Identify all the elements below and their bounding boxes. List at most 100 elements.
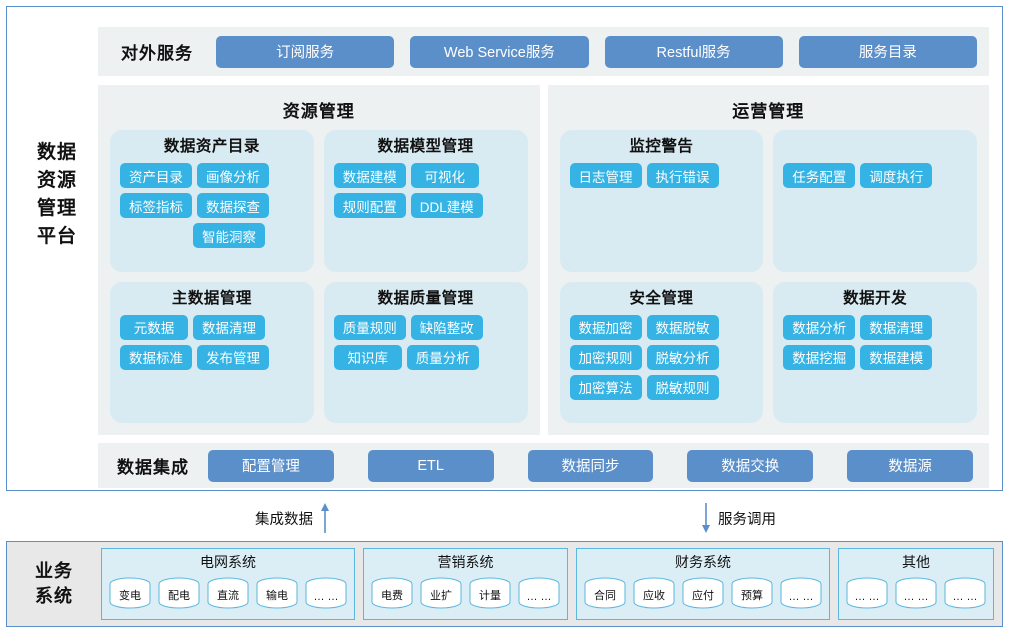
- chip-data-modeling-dev[interactable]: 数据建模: [860, 344, 933, 370]
- chip-masking-analysis[interactable]: 脱敏分析: [646, 344, 719, 370]
- cylinder-group-marketing: 电费 业扩 计量 … …: [370, 572, 561, 614]
- database-icon: [420, 577, 462, 609]
- chip-encryption-rule[interactable]: 加密规则: [569, 344, 642, 370]
- cylinder-group-finance: 合同 应收 应付 预算 … …: [583, 572, 823, 614]
- external-services-label: 对外服务: [121, 44, 193, 63]
- business-group-title-finance: 财务系统: [675, 554, 731, 570]
- database-cylinder-budget[interactable]: 预算: [730, 576, 774, 610]
- chip-group-data-development: 数据分析 数据清理 数据挖掘 数据建模: [783, 314, 967, 370]
- chip-log-management[interactable]: 日志管理: [569, 163, 642, 188]
- chip-quality-rule[interactable]: 质量规则: [333, 314, 406, 340]
- chip-execution-error[interactable]: 执行错误: [646, 163, 719, 188]
- chip-quality-analysis[interactable]: 质量分析: [406, 344, 479, 370]
- chip-visualization[interactable]: 可视化: [410, 163, 479, 188]
- database-cylinder-substation[interactable]: 变电: [108, 576, 152, 610]
- database-cylinder-electricity-fee[interactable]: 电费: [370, 576, 414, 610]
- database-cylinder-other-3[interactable]: … …: [943, 576, 987, 610]
- integration-button-data-exchange[interactable]: 数据交换: [687, 449, 814, 482]
- cylinder-label: … …: [788, 591, 814, 603]
- business-group-title-marketing: 营销系统: [437, 554, 494, 570]
- chip-asset-catalog[interactable]: 资产目录: [120, 163, 192, 188]
- database-cylinder-contract[interactable]: 合同: [583, 576, 627, 610]
- chip-data-modeling[interactable]: 数据建模: [333, 163, 406, 188]
- integration-button-data-source[interactable]: 数据源: [847, 449, 973, 482]
- chip-group-data-model-management: 数据建模 可视化 规则配置 DDL建模: [333, 163, 518, 218]
- integration-button-config-management[interactable]: 配置管理: [208, 449, 334, 482]
- cylinder-label: 应收: [643, 590, 665, 602]
- cylinder-label: … …: [526, 591, 552, 603]
- cylinder-label: 输电: [266, 590, 288, 602]
- service-button-web-service[interactable]: Web Service服务: [410, 35, 589, 68]
- business-group-other[interactable]: 其他 … … … … … …: [838, 548, 994, 620]
- panel-title-task-scheduling: [783, 136, 967, 158]
- panel-data-model-management[interactable]: 数据模型管理 数据建模 可视化 规则配置 DDL建模: [323, 130, 528, 272]
- chip-data-analysis[interactable]: 数据分析: [783, 314, 856, 340]
- connector-arrows: 集成数据 服务调用: [0, 494, 1010, 542]
- database-icon: [944, 577, 986, 609]
- panel-monitoring-alert[interactable]: 监控警告 日志管理 执行错误: [559, 130, 764, 272]
- database-icon: [846, 577, 888, 609]
- external-services-section: 对外服务 订阅服务 Web Service服务 Restful服务 服务目录: [98, 27, 989, 76]
- chip-task-configuration[interactable]: 任务配置: [783, 163, 856, 188]
- integration-button-data-sync[interactable]: 数据同步: [527, 449, 654, 482]
- database-icon: [518, 577, 560, 609]
- chip-data-exploration[interactable]: 数据探查: [197, 193, 269, 218]
- integration-button-etl[interactable]: ETL: [367, 449, 494, 482]
- business-group-title-power-grid: 电网系统: [200, 554, 256, 570]
- chip-encryption-algorithm[interactable]: 加密算法: [569, 374, 642, 400]
- database-cylinder-business-expansion[interactable]: 业扩: [419, 576, 463, 610]
- chip-group-security-management: 数据加密 数据脱敏 加密规则 脱敏分析 加密算法 脱敏规则: [569, 314, 754, 400]
- business-group-finance[interactable]: 财务系统 合同 应收 应付 预算: [576, 548, 830, 620]
- chip-data-cleaning-dev[interactable]: 数据清理: [860, 314, 933, 340]
- panel-data-quality-management[interactable]: 数据质量管理 质量规则 缺陷整改 知识库 质量分析: [323, 281, 528, 423]
- cylinder-group-other: … … … … … …: [845, 572, 987, 614]
- database-cylinder-payable[interactable]: 应付: [681, 576, 725, 610]
- platform-title-line-4: 平台: [36, 226, 77, 247]
- database-cylinder-other-2[interactable]: … …: [894, 576, 938, 610]
- chip-data-standard[interactable]: 数据标准: [120, 344, 192, 370]
- service-button-catalog[interactable]: 服务目录: [798, 35, 977, 68]
- chip-label-indicator[interactable]: 标签指标: [120, 193, 192, 218]
- panel-security-management[interactable]: 安全管理 数据加密 数据脱敏 加密规则 脱敏分析 加密算法 脱敏规则: [559, 281, 764, 423]
- resource-management-section: 资源管理 数据资产目录 资产目录 画像分析 标签指标 数据探查 智能洞察 数据模…: [98, 85, 540, 435]
- chip-schedule-execution[interactable]: 调度执行: [860, 163, 933, 188]
- database-cylinder-direct-current[interactable]: 直流: [206, 576, 250, 610]
- database-icon: [158, 577, 200, 609]
- cylinder-label: 配电: [168, 590, 190, 602]
- chip-rule-configuration[interactable]: 规则配置: [333, 193, 406, 218]
- chip-data-masking[interactable]: 数据脱敏: [646, 314, 719, 340]
- chip-masking-rule[interactable]: 脱敏规则: [646, 374, 719, 400]
- database-cylinder-metering[interactable]: 计量: [468, 576, 512, 610]
- chip-portrait-analysis[interactable]: 画像分析: [197, 163, 269, 188]
- chip-intelligent-insight[interactable]: 智能洞察: [193, 223, 265, 248]
- panel-title-data-model-management: 数据模型管理: [377, 138, 474, 155]
- database-cylinder-transmission[interactable]: 输电: [255, 576, 299, 610]
- chip-metadata[interactable]: 元数据: [120, 314, 188, 340]
- database-cylinder-more-finance[interactable]: … …: [779, 576, 823, 610]
- panel-data-development[interactable]: 数据开发 数据分析 数据清理 数据挖掘 数据建模: [773, 281, 977, 423]
- chip-knowledge-base[interactable]: 知识库: [333, 344, 402, 370]
- chip-publish-management[interactable]: 发布管理: [197, 344, 269, 370]
- chip-data-mining[interactable]: 数据挖掘: [783, 344, 856, 370]
- service-button-restful[interactable]: Restful服务: [604, 35, 783, 68]
- panel-master-data-management[interactable]: 主数据管理 元数据 数据清理 数据标准 发布管理: [110, 281, 314, 423]
- database-cylinder-more-grid[interactable]: … …: [304, 576, 348, 610]
- service-button-subscription[interactable]: 订阅服务: [216, 35, 395, 68]
- business-group-marketing[interactable]: 营销系统 电费 业扩 计量 … …: [363, 548, 568, 620]
- panel-data-asset-catalog[interactable]: 数据资产目录 资产目录 画像分析 标签指标 数据探查 智能洞察: [110, 130, 314, 272]
- database-cylinder-more-marketing[interactable]: … …: [517, 576, 561, 610]
- chip-group-monitoring-alert: 日志管理 执行错误: [569, 163, 754, 188]
- business-systems-label-line-1: 业务: [35, 561, 73, 581]
- chip-ddl-modeling[interactable]: DDL建模: [410, 193, 483, 218]
- database-cylinder-distribution[interactable]: 配电: [157, 576, 201, 610]
- business-group-power-grid[interactable]: 电网系统 变电 配电 直流 输电: [101, 548, 355, 620]
- database-cylinder-other-1[interactable]: … …: [845, 576, 889, 610]
- chip-defect-rectification[interactable]: 缺陷整改: [410, 314, 483, 340]
- panel-task-scheduling[interactable]: 任务配置 调度执行: [773, 130, 977, 272]
- panel-title-monitoring-alert: 监控警告: [629, 138, 694, 155]
- database-icon: [371, 577, 413, 609]
- chip-data-cleaning[interactable]: 数据清理: [193, 314, 265, 340]
- connector-label-integrate-data: 集成数据: [255, 511, 313, 528]
- chip-data-encryption[interactable]: 数据加密: [569, 314, 642, 340]
- database-cylinder-receivable[interactable]: 应收: [632, 576, 676, 610]
